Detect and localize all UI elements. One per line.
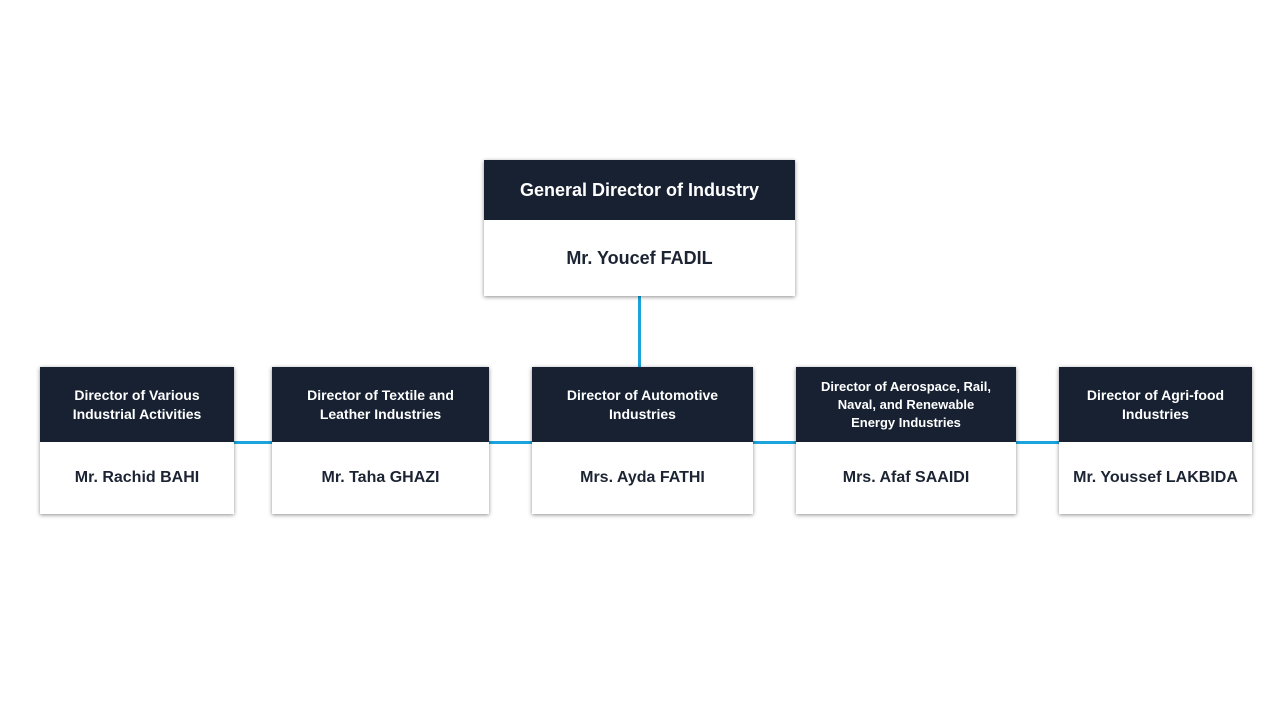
director-card-agri-food[interactable]: Director of Agri-food Industries Mr. You… [1059, 367, 1252, 514]
director-card-various-industrial[interactable]: Director of Various Industrial Activitie… [40, 367, 234, 514]
general-director-title: General Director of Industry [484, 160, 795, 220]
director-title: Director of Agri-food Industries [1059, 367, 1252, 442]
director-name: Mr. Rachid BAHI [74, 469, 200, 486]
general-director-card[interactable]: General Director of Industry Mr. Youcef … [484, 160, 795, 296]
director-card-aerospace-rail-naval-renewable[interactable]: Director of Aerospace, Rail, Naval, and … [796, 367, 1016, 514]
vertical-connector [638, 296, 641, 367]
director-title: Director of Aerospace, Rail, Naval, and … [796, 367, 1016, 442]
director-card-automotive[interactable]: Director of Automotive Industries Mrs. A… [532, 367, 753, 514]
director-title: Director of Textile and Leather Industri… [272, 367, 489, 442]
director-name: Mrs. Ayda FATHI [580, 469, 705, 486]
general-director-name: Mr. Youcef FADIL [566, 247, 713, 268]
director-title: Director of Various Industrial Activitie… [40, 367, 234, 442]
director-card-textile-leather[interactable]: Director of Textile and Leather Industri… [272, 367, 489, 514]
director-name: Mrs. Afaf SAAIDI [842, 469, 970, 486]
director-name: Mr. Taha GHAZI [321, 469, 440, 486]
director-title: Director of Automotive Industries [532, 367, 753, 442]
director-name: Mr. Youssef LAKBIDA [1073, 469, 1238, 486]
